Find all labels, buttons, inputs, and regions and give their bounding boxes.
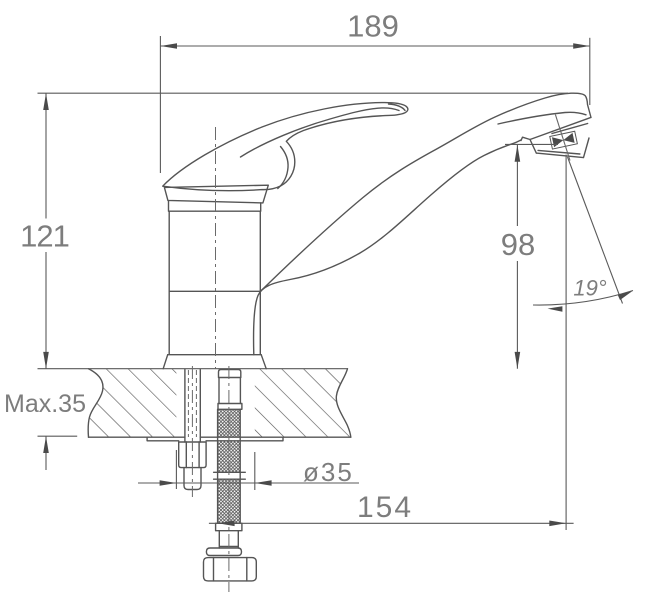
- svg-text:ø35: ø35: [303, 457, 354, 487]
- svg-text:189: 189: [347, 9, 399, 44]
- svg-text:154: 154: [357, 491, 413, 524]
- svg-text:121: 121: [20, 218, 69, 253]
- svg-text:19°: 19°: [573, 276, 606, 301]
- svg-text:Max.35: Max.35: [4, 390, 86, 418]
- svg-text:98: 98: [501, 227, 535, 262]
